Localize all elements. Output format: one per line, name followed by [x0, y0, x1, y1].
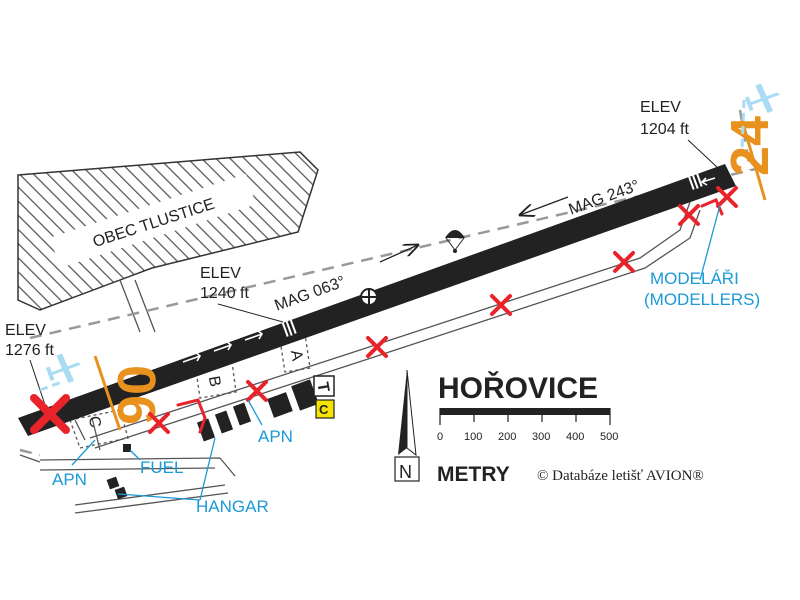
- scale-tick-400: 400: [566, 431, 584, 443]
- scale-tick-200: 200: [498, 431, 516, 443]
- elev-06-label: ELEV: [200, 265, 241, 282]
- approach-west-dash: [39, 380, 63, 392]
- taxiway-b-label: B: [205, 375, 224, 388]
- scale-unit: METRY: [437, 463, 510, 486]
- roads: [19, 279, 236, 514]
- taxiway-a-label: A: [287, 349, 306, 363]
- fuel-label: FUEL: [140, 458, 183, 477]
- north-arrow-icon: [394, 369, 420, 482]
- scale-tick-100: 100: [464, 431, 482, 443]
- taxiway-c-label: C: [85, 415, 104, 429]
- elev-east-label: ELEV: [640, 99, 681, 116]
- ctaf-box: [315, 399, 335, 419]
- scale-tick-300: 300: [532, 431, 550, 443]
- modellers-label-en: (MODELLERS): [644, 290, 760, 309]
- scale-tick-500: 500: [600, 431, 618, 443]
- ctaf-c-label: C: [319, 402, 329, 417]
- apn-mid-label: APN: [258, 427, 293, 446]
- airport-title: HOŘOVICE: [438, 371, 598, 405]
- elev-06-value: 1240 ft: [200, 285, 249, 302]
- closure-large-west: [30, 394, 70, 434]
- arrow-243: [520, 196, 569, 215]
- arrow-063: [379, 245, 418, 263]
- north-label: N: [399, 462, 412, 482]
- apn-left-label: APN: [52, 470, 87, 489]
- tower-box: [313, 375, 335, 397]
- runway-24-bar: [740, 119, 767, 201]
- aircraft-icon-east: [744, 83, 780, 114]
- village-area: OBEC TLUSTICE: [17, 151, 319, 311]
- facility-leaders: [71, 204, 721, 501]
- scale-ticks: 0 100 200 300 400 500: [437, 431, 618, 443]
- closure-crosses: [30, 186, 738, 434]
- elev-west-label: ELEV: [5, 322, 46, 339]
- parachute-icon: [445, 230, 465, 253]
- elev-west-value: 1276 ft: [5, 342, 54, 359]
- elev-west-leader: [29, 359, 46, 406]
- reference-point-icon: [360, 288, 378, 306]
- scale-tick-0: 0: [437, 431, 443, 443]
- approach-east-dash: [740, 99, 746, 151]
- runway-06-bar: [93, 355, 122, 431]
- modellers-label: MODELÁŘI: [650, 269, 739, 288]
- elev-east-value: 1204 ft: [640, 121, 689, 138]
- scale-bar: [439, 408, 611, 425]
- elev-east-leader: [687, 139, 719, 169]
- hangar-label: HANGAR: [196, 497, 269, 516]
- aircraft-icon-west: [45, 353, 81, 384]
- copyright: © Databáze letišť AVION®: [537, 468, 704, 484]
- tower-t-label: T: [313, 381, 331, 394]
- elev-06-leader: [217, 303, 284, 323]
